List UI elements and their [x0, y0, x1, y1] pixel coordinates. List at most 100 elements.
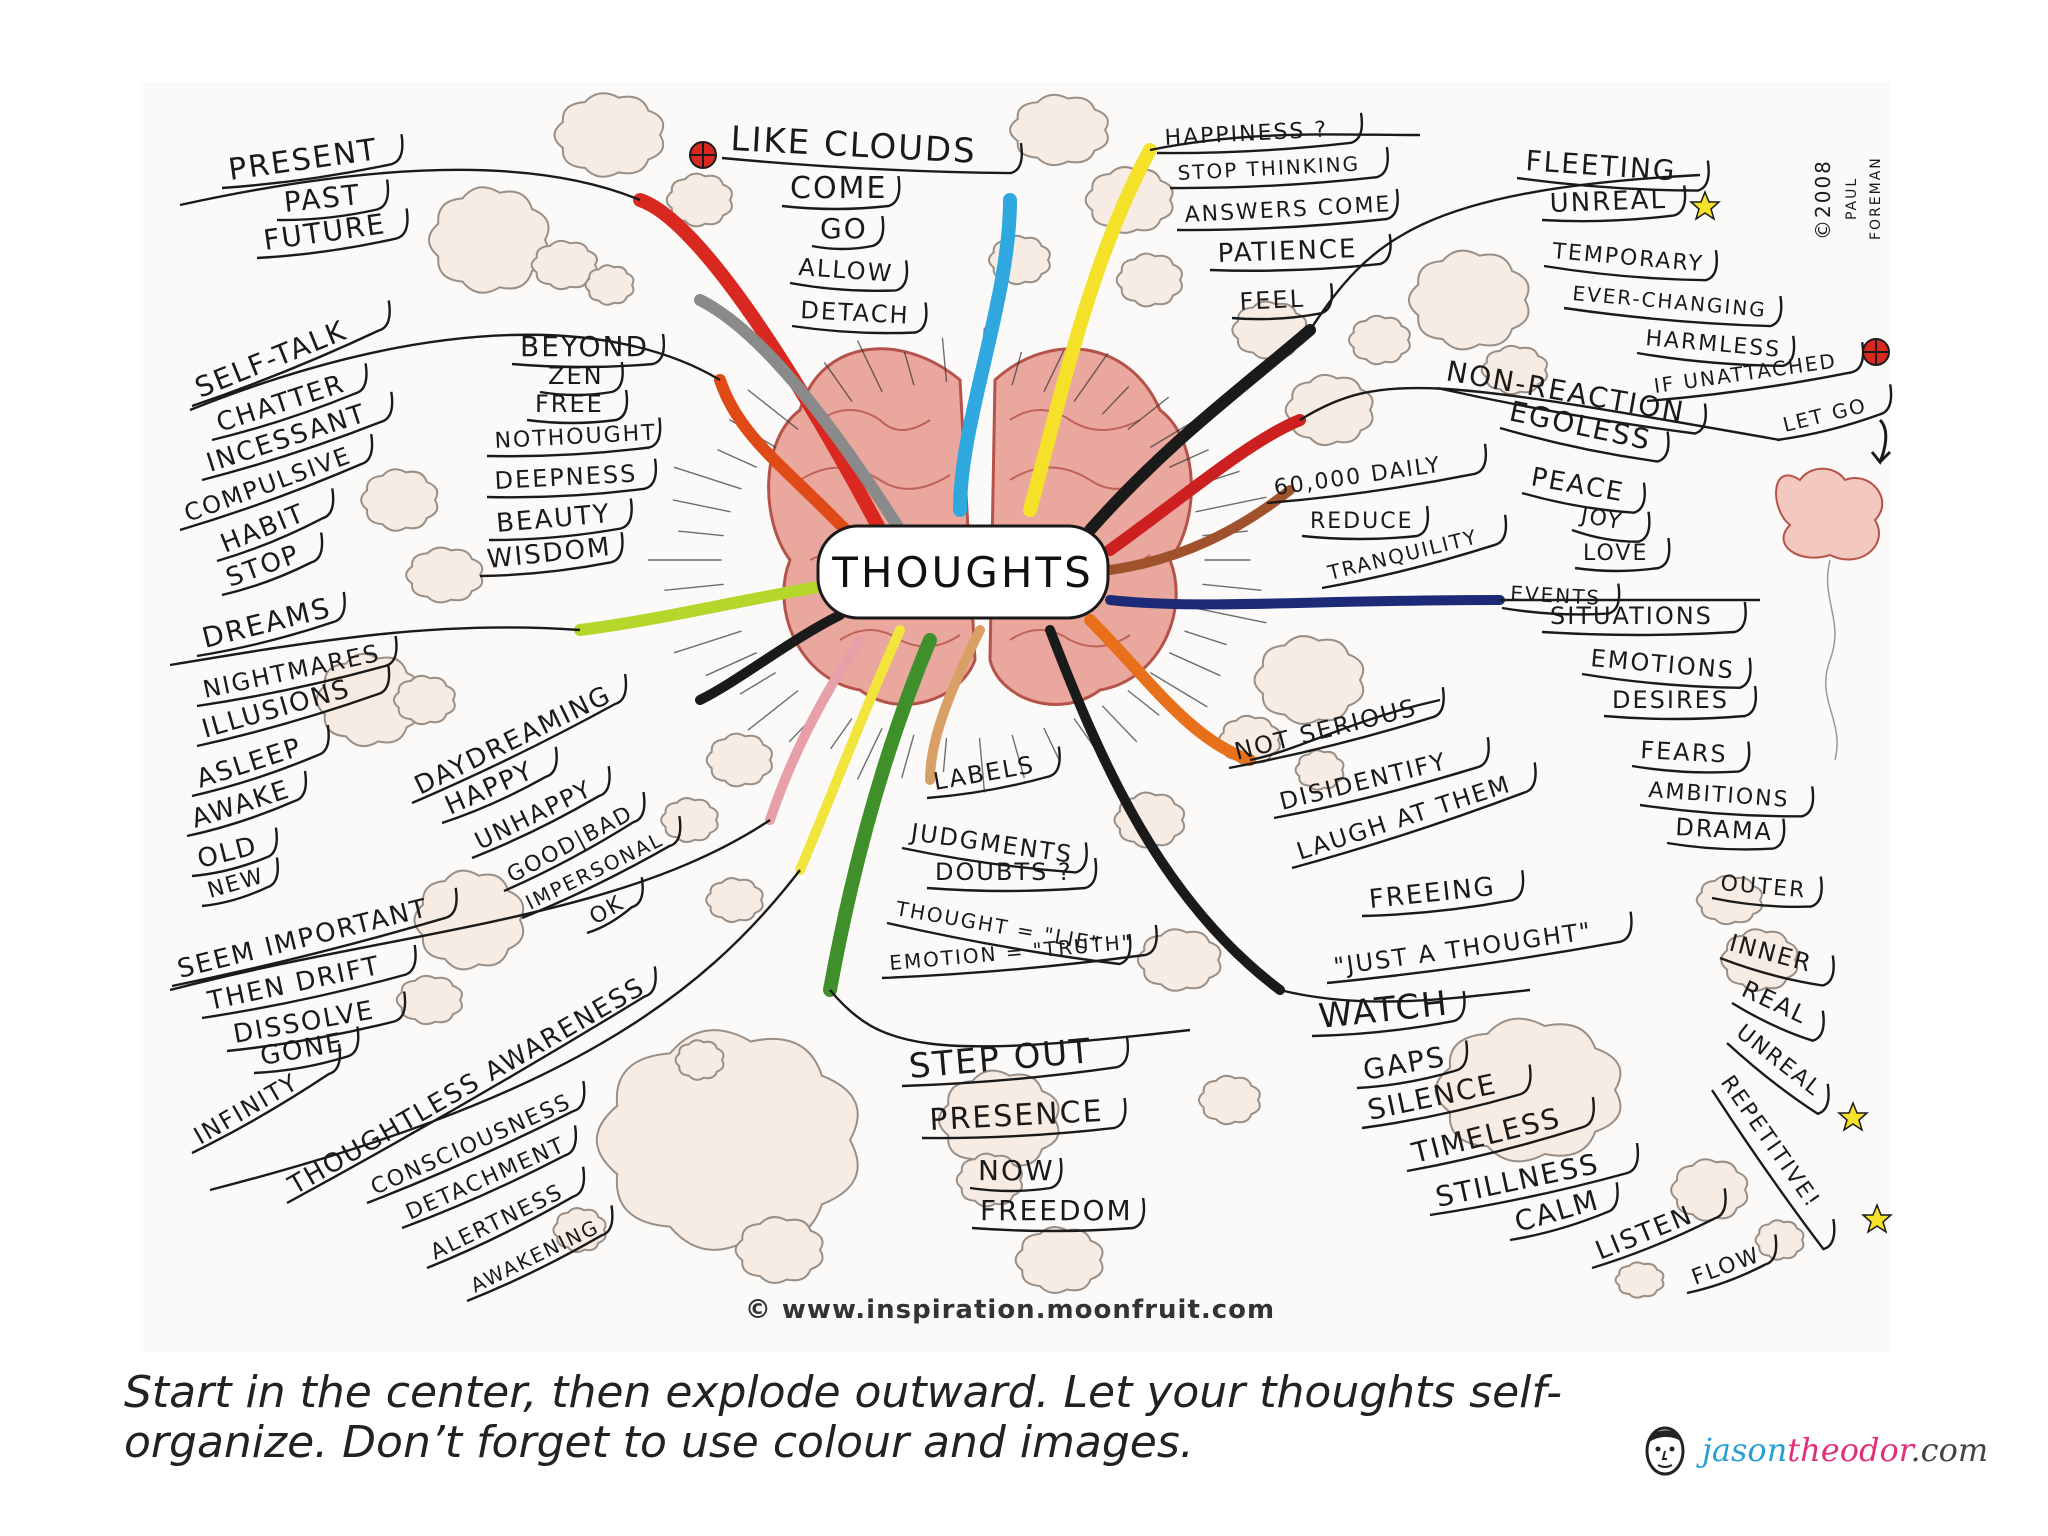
hatch-line	[1169, 652, 1221, 677]
cloud-icon	[734, 1216, 824, 1284]
hatch-line	[1011, 734, 1025, 779]
hatch-line	[1101, 705, 1138, 743]
cloud-icon	[1614, 1261, 1665, 1299]
hatch-line	[1202, 583, 1262, 591]
hatch-line	[747, 689, 799, 731]
label-underline	[211, 363, 368, 442]
copyright-notice: ©2008 PAUL FOREMAN	[1811, 156, 1884, 240]
hatch-line	[1101, 385, 1130, 415]
label-underline	[1326, 911, 1633, 985]
hatch-line	[1195, 607, 1267, 624]
label-underline	[1711, 876, 1823, 909]
label-underline	[1719, 955, 1835, 987]
branch-notserious-stroke	[1084, 614, 1256, 766]
label-underline	[1169, 147, 1389, 190]
label-underline	[401, 1125, 578, 1230]
center-node-label: THOUGHTS	[831, 548, 1093, 597]
label-underline	[1356, 1040, 1469, 1090]
cloud-icon	[530, 239, 598, 291]
label-underline	[1666, 818, 1786, 851]
label-underline	[1266, 443, 1488, 505]
label-underline	[488, 498, 633, 542]
label-underline	[186, 770, 308, 838]
branch-like-clouds-item: COME	[790, 171, 887, 206]
star-markers	[1689, 189, 1893, 1234]
branch-fleeting-stroke	[1084, 324, 1316, 536]
cloud-icon	[1480, 344, 1548, 396]
branch-step-out-item: FREEDOM	[980, 1194, 1133, 1227]
label-underline	[1631, 741, 1751, 774]
brand-name-part3: .com	[1910, 1431, 1989, 1469]
branch-events-stroke	[1105, 595, 1505, 610]
center-node[interactable]: THOUGHTS	[816, 524, 1110, 620]
branch-watch-stroke	[1045, 625, 1285, 995]
cloud-icon	[553, 92, 665, 178]
copyright-line-2: PAUL	[1844, 177, 1860, 220]
branch-labels-item: DOUBTS ?	[935, 858, 1073, 886]
radiating-hatch-lines	[647, 327, 1267, 793]
hatch-line	[705, 652, 757, 677]
label-underline	[789, 260, 909, 293]
branch-thoughtless-stroke	[795, 625, 905, 875]
label-underline	[171, 887, 458, 988]
cloud-icon	[427, 186, 550, 294]
label-underline	[1209, 233, 1392, 272]
label-underline	[486, 417, 662, 458]
face-logo-icon	[1645, 1426, 1685, 1476]
label-underline	[196, 635, 398, 708]
label-underline	[901, 842, 1088, 874]
label-underline	[811, 215, 885, 251]
label-underline	[1571, 511, 1651, 543]
cloud-icon	[1253, 635, 1365, 725]
caption-text: Start in the center, then explode outwar…	[124, 1367, 1562, 1468]
source-credit: © www.inspiration.moonfruit.com	[745, 1295, 1275, 1325]
hatch-line	[1127, 396, 1170, 431]
hatch-line	[678, 530, 724, 537]
label-underline	[256, 208, 409, 260]
center-node-bubble	[816, 524, 1110, 620]
label-underline	[886, 921, 1132, 966]
label-underline	[791, 302, 928, 335]
label-underline	[1603, 685, 1758, 721]
hatch-line	[978, 738, 986, 793]
label-underline	[881, 924, 1158, 980]
branch-present-stroke	[633, 193, 887, 537]
label-underline	[521, 815, 682, 920]
brand-name: jasontheodor.com	[1702, 1431, 1988, 1469]
label-underline	[1509, 1182, 1619, 1242]
connector-line	[209, 869, 801, 1192]
connector-line	[1299, 386, 1781, 442]
label-underline	[921, 1097, 1127, 1140]
hatch-line	[941, 337, 948, 382]
branch-beyond-item: ZEN	[548, 362, 604, 390]
connector-line	[829, 989, 1191, 1048]
hatch-line	[1184, 630, 1227, 646]
label-underline	[486, 458, 658, 499]
label-underline	[253, 1026, 360, 1075]
label-underline	[276, 179, 390, 222]
label-underline	[196, 591, 346, 658]
label-underline	[201, 857, 279, 908]
label-underline	[1228, 687, 1445, 770]
target-symbol-markers	[689, 141, 1890, 366]
label-underline	[1521, 482, 1646, 514]
star-icon	[1689, 189, 1721, 221]
branch-stepout-stroke	[823, 633, 937, 997]
label-underline	[179, 433, 374, 532]
sub-branch-lines	[169, 112, 1893, 1303]
branch-beyond-label: BEYOND	[520, 330, 649, 363]
hatch-line	[747, 389, 799, 431]
branch-events-item: SITUATIONS	[1550, 602, 1713, 630]
label-underline	[1541, 601, 1747, 637]
label-underline	[1406, 1096, 1595, 1173]
brand-name-part2: theodor	[1787, 1431, 1911, 1469]
branch-non-reaction-item: LOVE	[1583, 541, 1648, 566]
cloud-icon	[955, 1152, 1023, 1208]
label-underline	[441, 746, 558, 825]
cloud-icon	[1670, 1158, 1749, 1222]
brand-signature[interactable]: jasontheodor.com	[1640, 1420, 1988, 1480]
label-underline	[1591, 1188, 1727, 1270]
branch-present-item: PAST	[282, 178, 362, 219]
label-underline	[1311, 990, 1466, 1038]
